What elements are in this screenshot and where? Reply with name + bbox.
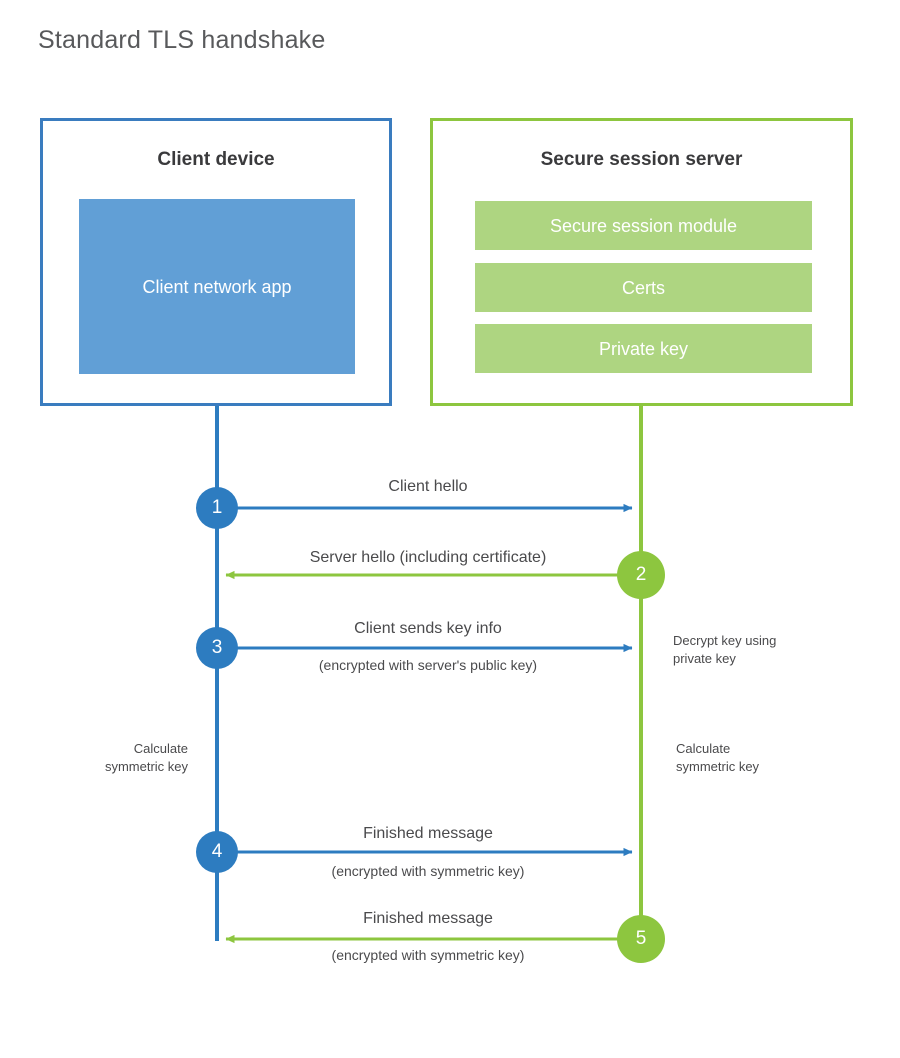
step-4-sublabel: (encrypted with symmetric key) (331, 863, 525, 879)
step-5-label: Finished message (363, 910, 493, 927)
client-network-app-label: Client network app (142, 276, 292, 297)
step-4-label: Finished message (363, 825, 493, 842)
secure-session-server-title: Secure session server (540, 149, 743, 170)
step-circle-1[interactable]: 1 (196, 487, 238, 529)
secure-session-module-block: Secure session module (475, 201, 812, 250)
secure-session-module-label: Secure session module (549, 215, 738, 236)
private-key-label: Private key (598, 338, 689, 359)
annotation-client-calculate-symmetric-key: Calculate symmetric key (104, 741, 188, 774)
step-3-label: Client sends key info (354, 620, 502, 637)
step-circle-5[interactable]: 5 (617, 915, 665, 963)
step-2-label: Server hello (including certificate) (309, 549, 547, 566)
client-network-app-block: Client network app (79, 199, 355, 374)
annotation-server-calculate-symmetric-key: Calculate symmetric key (676, 741, 760, 774)
step-circle-2[interactable]: 2 (617, 551, 665, 599)
step-3-sublabel: (encrypted with server's public key) (318, 657, 538, 673)
step-5-sublabel: (encrypted with symmetric key) (331, 947, 525, 963)
secure-session-server-box: Secure session server Secure session mod… (430, 118, 853, 406)
certs-block: Certs (475, 263, 812, 312)
annotation-decrypt-key: Decrypt key using private key (673, 633, 777, 666)
step-1-label: Client hello (388, 478, 468, 495)
certs-label: Certs (621, 277, 665, 298)
step-circle-4[interactable]: 4 (196, 831, 238, 873)
page-title: Standard TLS handshake (38, 26, 326, 54)
client-device-title: Client device (157, 149, 275, 170)
client-device-box: Client device Client network app (40, 118, 392, 406)
step-circle-3[interactable]: 3 (196, 627, 238, 669)
private-key-block: Private key (475, 324, 812, 373)
